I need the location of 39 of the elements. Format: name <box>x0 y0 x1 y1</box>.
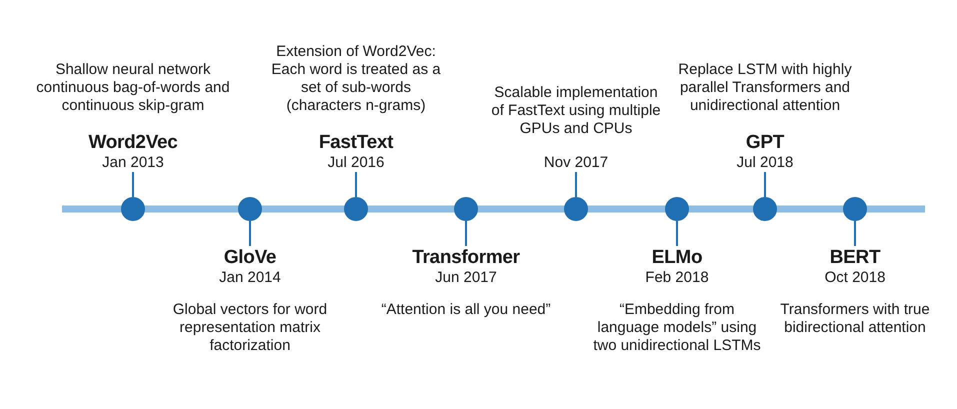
event-date: Jul 2016 <box>328 154 384 172</box>
event-name: ELMo <box>652 246 702 269</box>
event-date: Nov 2017 <box>544 154 608 172</box>
event-description: Scalable implementation of FastText using multiple GPUs and CPUs <box>490 84 662 138</box>
event-description: Shallow neural network continuous bag-of-words and continuous skip-gram <box>35 61 231 115</box>
event-description: “Embedding from language models” using two unidirectional LSTMs <box>592 301 762 355</box>
connector-tick <box>465 221 467 246</box>
event-name: FastText <box>318 131 394 154</box>
event-date: Jul 2018 <box>736 154 794 172</box>
connector-tick <box>249 221 251 246</box>
connector-tick <box>764 172 766 197</box>
event-name: GloVe <box>224 246 276 269</box>
timeline-dot <box>344 197 368 221</box>
event-name: Word2Vec <box>88 131 178 154</box>
timeline-dot <box>753 197 777 221</box>
connector-tick <box>676 221 678 246</box>
event-description: Extension of Word2Vec: Each word is treated as a set of sub-words (characters n-grams) <box>270 43 442 115</box>
timeline-dot <box>238 197 262 221</box>
event-description: “Attention is all you need” <box>381 301 551 319</box>
event-description: Replace LSTM with highly parallel Transformers and unidirectional attention <box>677 61 853 115</box>
event-date: Jan 2013 <box>102 154 164 172</box>
timeline-dot <box>665 197 689 221</box>
timeline-dot <box>843 197 867 221</box>
event-description: Global vectors for word representation matrix factorization <box>172 301 328 355</box>
event-name: Transformer <box>412 246 520 269</box>
event-date: Feb 2018 <box>645 269 709 287</box>
event-description: Transformers with true bidirectional attention <box>780 301 930 337</box>
event-name: GPT <box>746 131 784 154</box>
timeline-dot <box>564 197 588 221</box>
connector-tick <box>575 172 577 197</box>
connector-tick <box>355 172 357 197</box>
event-date: Oct 2018 <box>824 269 886 287</box>
event-date: Jun 2017 <box>435 269 497 287</box>
connector-tick <box>854 221 856 246</box>
connector-tick <box>132 172 134 197</box>
event-date: Jan 2014 <box>219 269 281 287</box>
timeline-dot <box>454 197 478 221</box>
timeline-dot <box>121 197 145 221</box>
event-name: BERT <box>830 246 880 269</box>
